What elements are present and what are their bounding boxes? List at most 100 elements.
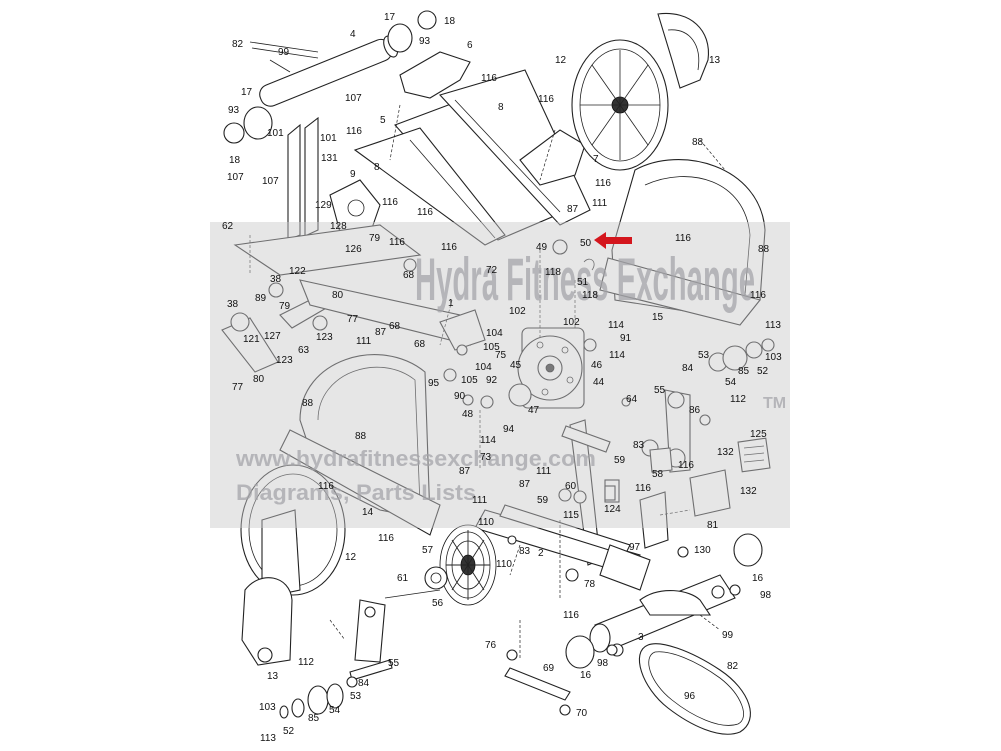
part-label: 111: [472, 495, 488, 506]
part-label: 111: [592, 198, 608, 209]
watermark-tm: TM: [763, 395, 786, 412]
part-label: 12: [345, 552, 357, 563]
part-label: 92: [486, 375, 498, 386]
part-label: 99: [722, 630, 734, 641]
part-label: 55: [388, 658, 400, 669]
part-label: 123: [316, 332, 333, 343]
part-label: 91: [620, 333, 632, 344]
part-label: 49: [536, 242, 548, 253]
part-label: 124: [604, 504, 621, 515]
part-label: 12: [555, 55, 567, 66]
part-label: 82: [727, 661, 739, 672]
part-label: 98: [597, 658, 609, 669]
part-label: 127: [264, 331, 281, 342]
part-label: 60: [565, 481, 577, 492]
part-label: 112: [298, 657, 314, 668]
part-label: 76: [485, 640, 497, 651]
part-label: 1: [448, 298, 454, 309]
part-label: 114: [480, 435, 496, 446]
part-label: 55: [654, 385, 666, 396]
watermark-band: [210, 222, 790, 528]
part-labels: 82 99 4 17 93 18 6 116 17 107 93 101 101…: [222, 12, 782, 744]
part-label: 87: [567, 204, 579, 215]
part-label: 80: [332, 290, 344, 301]
part-label: 96: [684, 691, 696, 702]
part-label: 59: [537, 495, 549, 506]
part-label: 82: [232, 39, 244, 50]
part-label: 63: [298, 345, 310, 356]
part-label: 62: [222, 221, 234, 232]
part-label: 52: [283, 726, 295, 737]
part-label: 121: [243, 334, 260, 345]
watermark-url: www.hydrafitnessexchange.com: [235, 446, 596, 471]
part-label: 88: [302, 398, 314, 409]
part-label: 78: [584, 579, 596, 590]
part-label: 58: [652, 469, 664, 480]
part-label: 89: [255, 293, 267, 304]
part-label: 44: [593, 377, 605, 388]
part-label: 111: [536, 466, 552, 477]
part-label: 4: [350, 29, 356, 40]
part-label: 93: [228, 105, 240, 116]
part-label: 72: [486, 265, 498, 276]
part-label: 99: [278, 47, 290, 58]
part-label: 48: [462, 409, 474, 420]
part-label: 131: [321, 153, 338, 164]
part-label: 130: [694, 545, 711, 556]
part-label: 75: [495, 350, 507, 361]
part-label: 116: [382, 197, 398, 208]
part-label: 116: [563, 610, 579, 621]
part-label: 8: [374, 162, 380, 173]
part-label: 88: [692, 137, 704, 148]
part-label: 73: [480, 452, 492, 463]
watermark-brand: Hydra Fitness Exchange: [415, 246, 755, 313]
part-label: 129: [315, 200, 332, 211]
part-label: 46: [591, 360, 603, 371]
part-label: 87: [459, 466, 471, 477]
part-label: 105: [483, 342, 500, 353]
part-label: 80: [253, 374, 265, 385]
part-label: 116: [417, 207, 433, 218]
part-label: 38: [227, 299, 239, 310]
watermark-subtitle: Diagrams, Parts Lists: [236, 480, 476, 505]
part-label: 94: [503, 424, 515, 435]
part-label: 107: [345, 93, 362, 104]
part-label: 85: [308, 713, 320, 724]
part-label: 17: [384, 12, 396, 23]
part-label: 116: [481, 73, 497, 84]
part-label: 56: [432, 598, 444, 609]
part-label: 54: [725, 377, 737, 388]
part-label: 116: [318, 481, 334, 492]
part-label: 2: [538, 548, 544, 559]
part-label: 53: [698, 350, 710, 361]
part-label: 114: [609, 350, 625, 361]
part-label: 84: [358, 678, 370, 689]
part-label: 118: [545, 267, 561, 278]
part-label: 103: [765, 352, 782, 363]
part-label: 116: [635, 483, 651, 494]
part-label: 111: [356, 336, 372, 347]
part-label: 69: [543, 663, 555, 674]
part-label: 104: [486, 328, 503, 339]
part-label: 68: [389, 321, 401, 332]
part-label: 97: [629, 542, 641, 553]
part-label: 83: [519, 546, 531, 557]
part-label: 93: [419, 36, 431, 47]
part-label: 87: [375, 327, 387, 338]
part-label: 107: [262, 176, 279, 187]
part-label: 113: [765, 320, 781, 331]
part-label: 90: [454, 391, 466, 402]
part-label: 110: [496, 559, 512, 570]
part-label: 13: [267, 671, 279, 682]
part-label: 16: [580, 670, 592, 681]
part-label: 16: [752, 573, 764, 584]
part-label: 38: [270, 274, 282, 285]
part-label: 68: [414, 339, 426, 350]
part-label: 95: [428, 378, 440, 389]
part-label: 101: [320, 133, 337, 144]
part-label: 53: [350, 691, 362, 702]
part-label: 112: [730, 394, 746, 405]
part-label: 88: [758, 244, 770, 255]
part-label: 85: [738, 366, 750, 377]
pointer-arrow-icon: [594, 232, 632, 249]
